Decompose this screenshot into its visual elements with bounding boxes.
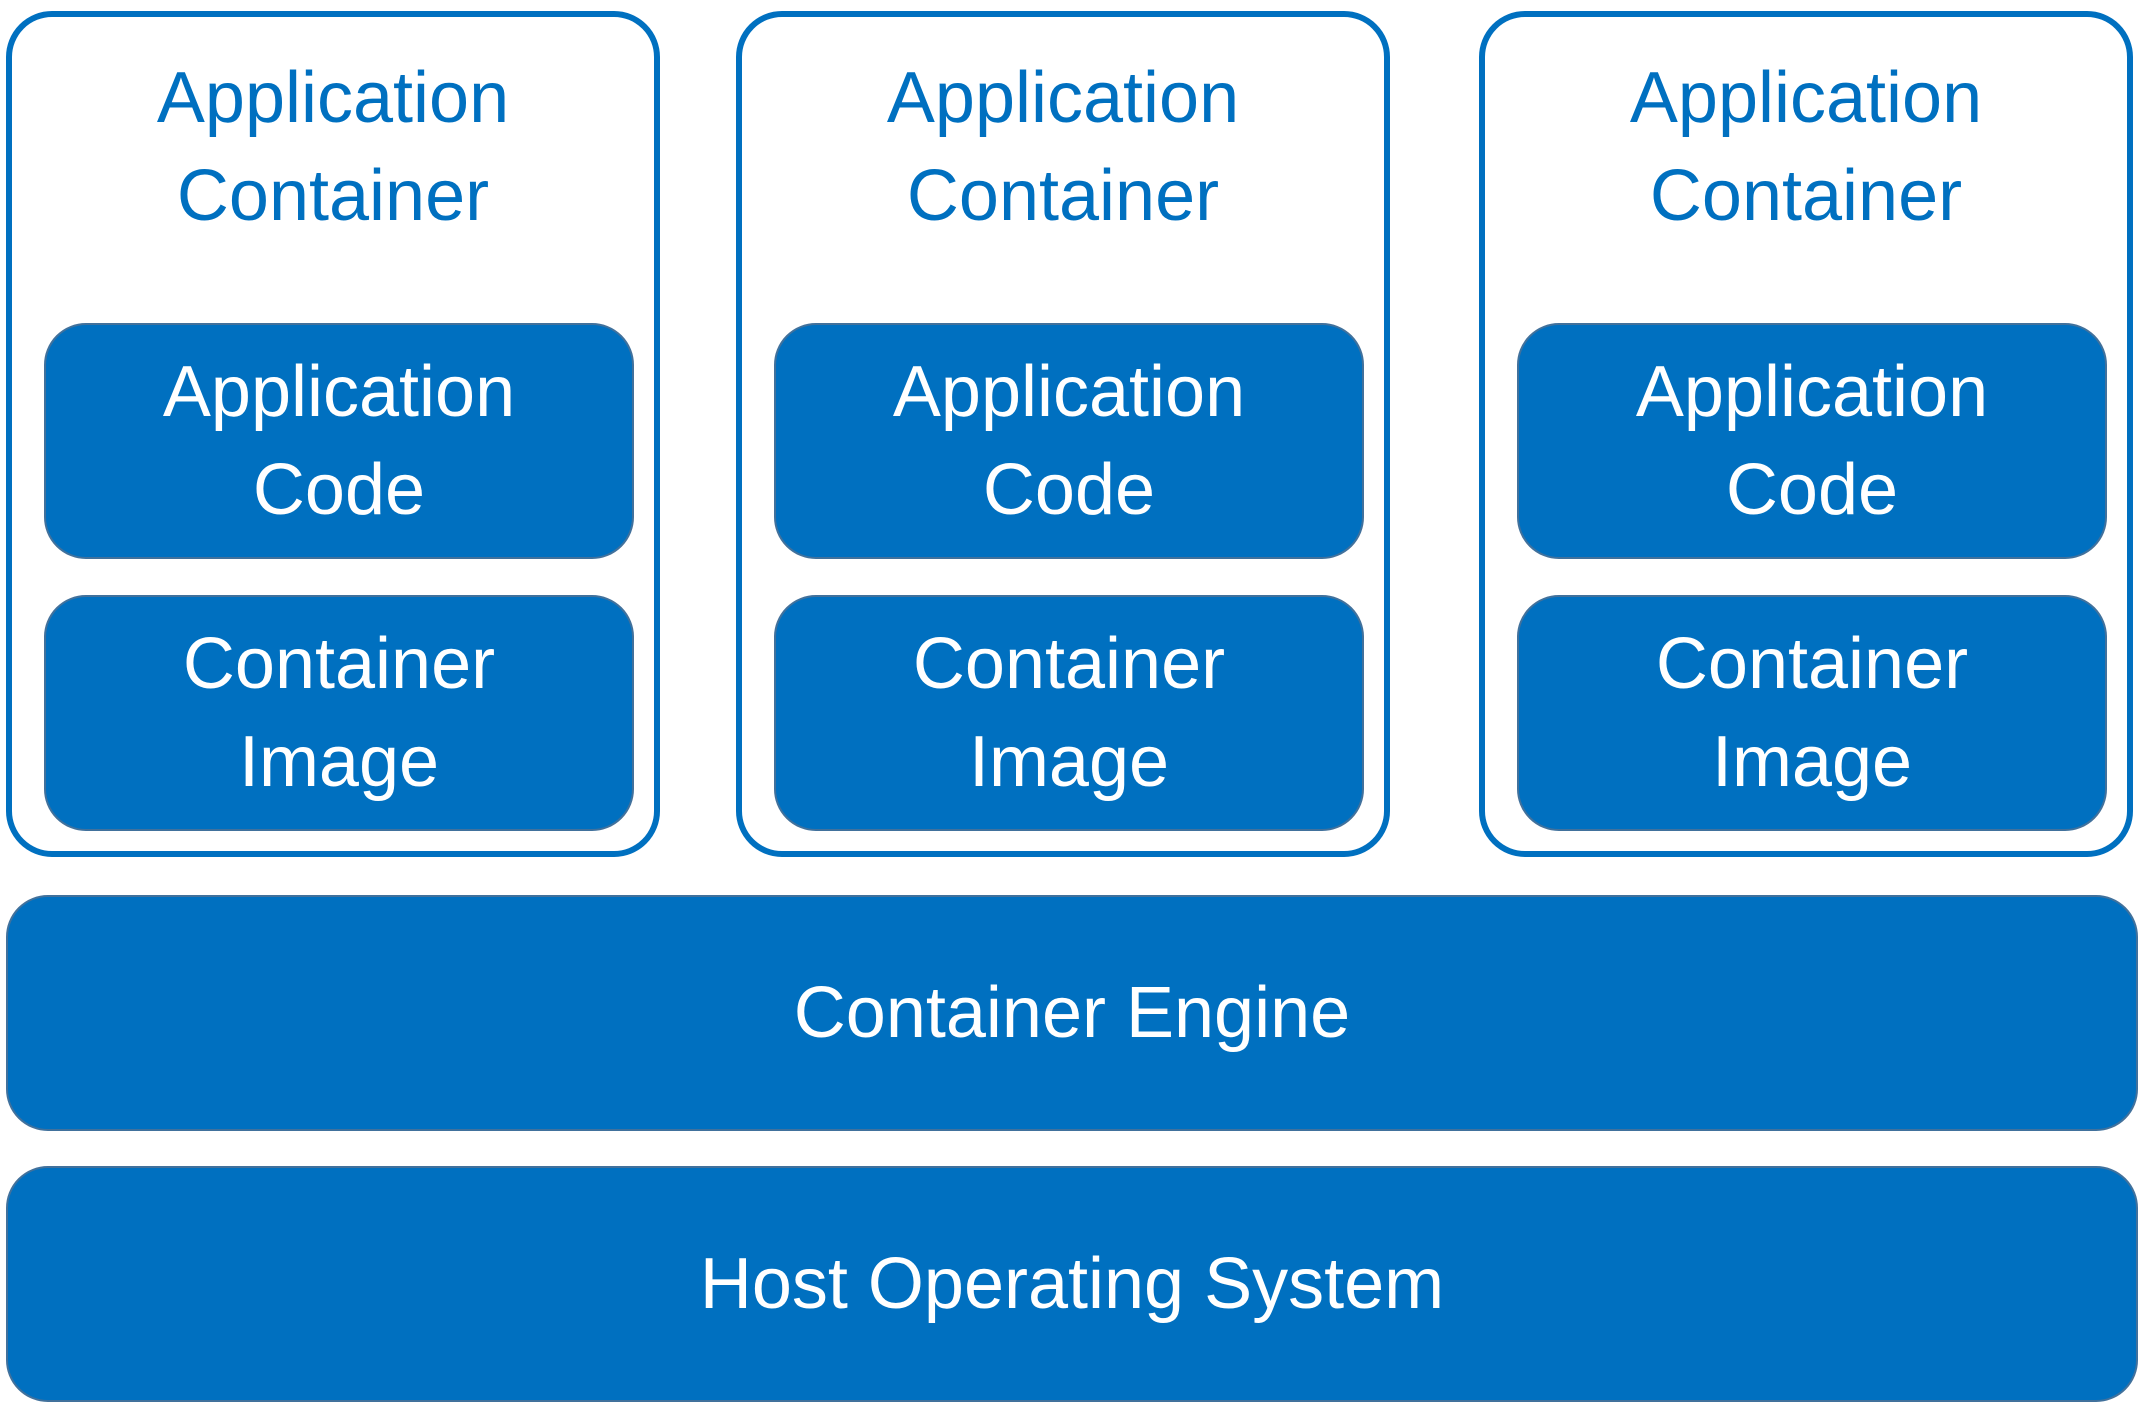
host-operating-system-block: Host Operating System: [6, 1166, 2138, 1402]
container-image-block: Container Image: [44, 595, 634, 831]
application-code-block: Application Code: [44, 323, 634, 559]
container-title: Application Container: [156, 58, 510, 236]
container-image-block: Container Image: [774, 595, 1364, 831]
container-image-block: Container Image: [1517, 595, 2107, 831]
application-code-block: Application Code: [774, 323, 1364, 559]
container-title: Application Container: [886, 58, 1240, 236]
application-container-3: Application Container Application Code C…: [1479, 11, 2133, 857]
application-container-1: Application Container Application Code C…: [6, 11, 660, 857]
application-container-2: Application Container Application Code C…: [736, 11, 1390, 857]
container-title: Application Container: [1629, 58, 1983, 236]
container-engine-block: Container Engine: [6, 895, 2138, 1131]
application-code-block: Application Code: [1517, 323, 2107, 559]
